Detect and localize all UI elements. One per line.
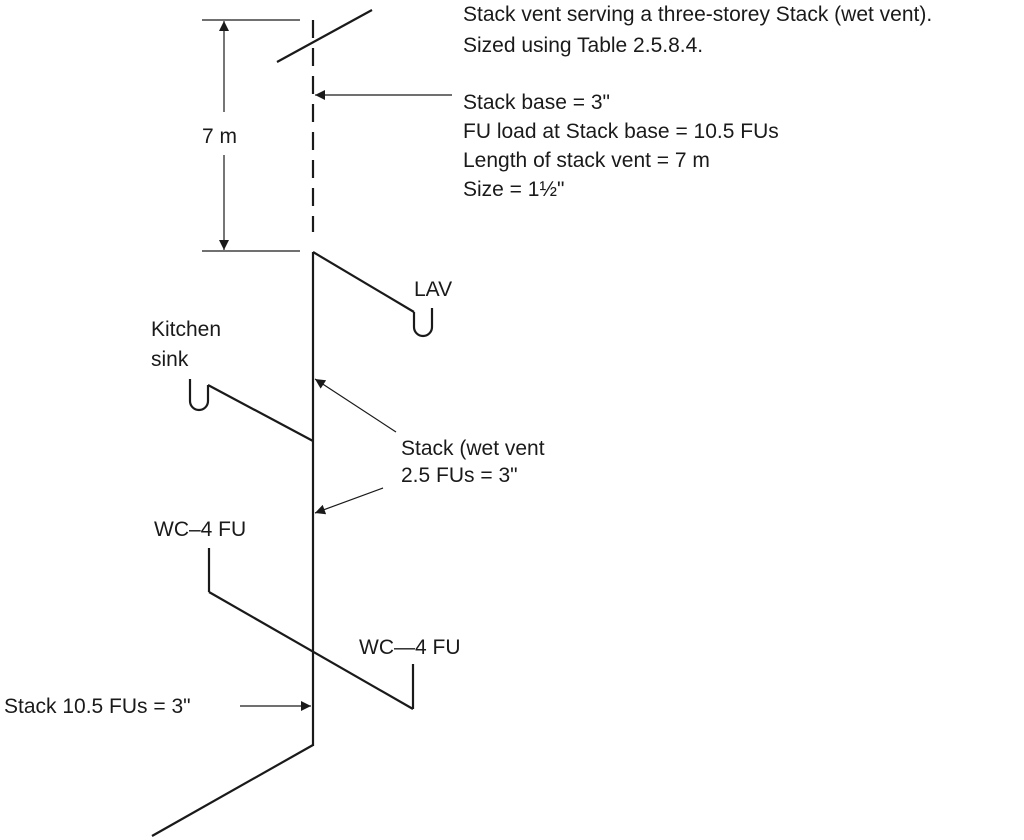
note-vent-line1: Stack vent serving a three-storey Stack … xyxy=(463,3,932,26)
wc-lower-label: WC—4 FU xyxy=(359,636,461,659)
lav-trap xyxy=(412,308,434,338)
kitchen-sink-trap xyxy=(188,379,210,412)
wc-drain-pipe xyxy=(208,591,414,710)
kitchen-sink-label-line1: Kitchen xyxy=(151,318,221,341)
building-drain xyxy=(151,744,314,837)
wet-vent-label-line1: Stack (wet vent xyxy=(401,437,545,460)
note-vent-size: Size = 1½" xyxy=(463,178,564,201)
roof-line xyxy=(276,9,373,63)
note-base-size: Stack base = 3" xyxy=(463,91,610,114)
wet-vent-leader-upper xyxy=(314,378,397,433)
wet-vent-label-line2: 2.5 FUs = 3" xyxy=(401,464,518,487)
note-vent-line2: Sized using Table 2.5.8.4. xyxy=(463,34,703,57)
lav-label: LAV xyxy=(414,278,452,301)
wc-upper-label: WC–4 FU xyxy=(154,518,246,541)
stack-base-label: Stack 10.5 FUs = 3" xyxy=(4,695,191,718)
note-vent-length: Length of stack vent = 7 m xyxy=(463,149,710,172)
kitchen-sink-label-line2: sink xyxy=(151,348,189,371)
kitchen-sink-branch-pipe xyxy=(207,384,314,442)
dimension-label: 7 m xyxy=(202,125,237,148)
wet-vent-leader-lower xyxy=(314,487,384,515)
lav-branch-pipe xyxy=(312,251,415,313)
note-fu-load: FU load at Stack base = 10.5 FUs xyxy=(463,120,779,143)
